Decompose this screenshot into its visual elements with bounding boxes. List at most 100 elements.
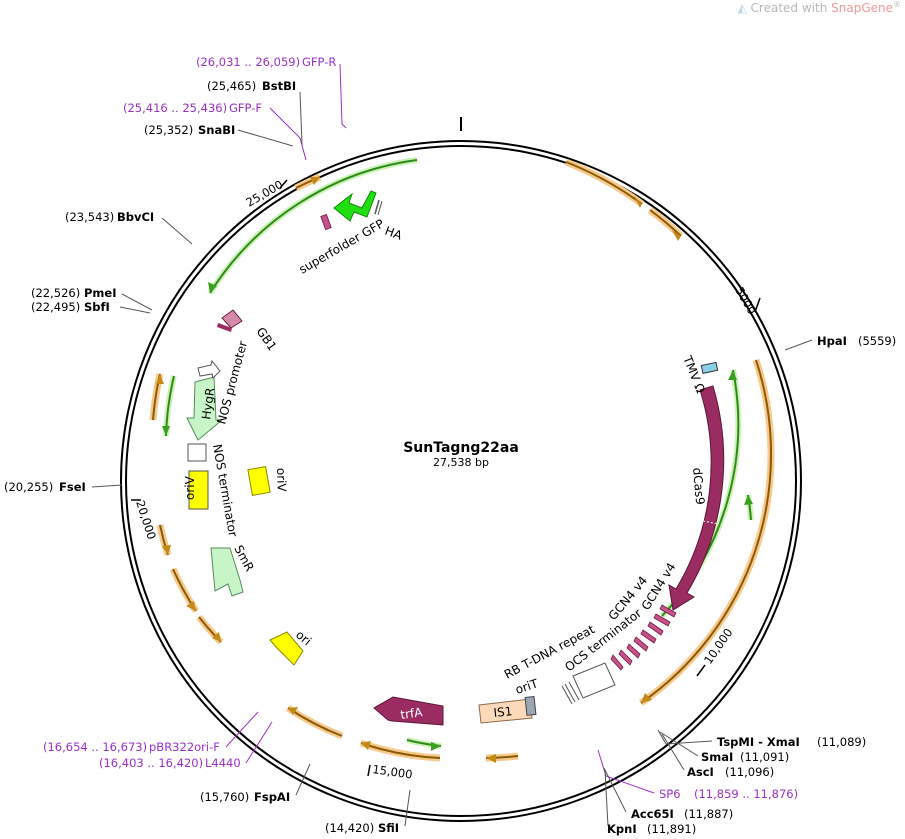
hygr-feature[interactable] xyxy=(186,376,224,441)
site-pos-smai: (11,091) xyxy=(740,750,789,764)
orf-arrowhead xyxy=(361,741,371,750)
gcn4-tick xyxy=(653,613,671,627)
label-ha: HA xyxy=(383,224,405,243)
orf-arrowhead xyxy=(162,545,171,555)
dcas9-feature[interactable] xyxy=(668,385,725,611)
site-name-tspmi-xmai: TspMI - XmaI xyxy=(717,735,800,749)
label-trfa: trfA xyxy=(399,705,424,722)
label-nos-promoter: NOS promoter xyxy=(214,339,250,425)
site-name-kpni: KpnI xyxy=(607,822,637,836)
ha-tag-marker xyxy=(374,199,380,215)
site-name-hpai: HpaI xyxy=(817,334,847,348)
site-name-l4440: L4440 xyxy=(205,756,241,770)
smr-feature[interactable] xyxy=(210,547,244,597)
orf-arrowhead xyxy=(156,374,164,384)
site-pos-snabi: (25,352) xyxy=(144,123,193,137)
label-superfolder-gfp: superfolder GFP xyxy=(297,217,387,277)
site-name-bstbi: BstBI xyxy=(262,79,296,93)
leader-fspai xyxy=(295,763,311,796)
site-name-fspai: FspAI xyxy=(254,790,290,804)
oriv-right-feature[interactable] xyxy=(247,466,271,496)
nos-promoter-feature[interactable] xyxy=(197,359,221,379)
label-dcas9: dCas9 xyxy=(690,467,707,505)
leader-sfii xyxy=(404,789,411,827)
gb1-feature[interactable] xyxy=(221,309,243,329)
site-name-smai: SmaI xyxy=(701,750,733,764)
site-pos-hpai: (5559) xyxy=(858,334,896,348)
orf-arrowhead xyxy=(212,632,221,642)
ori-feature[interactable] xyxy=(269,631,304,666)
site-pos-fsei: (20,255) xyxy=(4,480,53,494)
site-pos-fspai: (15,760) xyxy=(200,790,249,804)
tmv-omega-feature[interactable] xyxy=(700,361,719,374)
leader-sp6 xyxy=(597,749,655,794)
rb-repeat-mark xyxy=(564,683,576,703)
gcn4-tick xyxy=(633,636,649,652)
tick-mark-25000 xyxy=(279,179,288,189)
plasmid-name: SunTagng22aa xyxy=(403,440,519,456)
superfolder-gfp-feature[interactable] xyxy=(333,190,377,222)
site-name-snabi: SnaBI xyxy=(198,123,235,137)
site-pos-acc65i: (11,887) xyxy=(684,807,733,821)
site-name-pmei: PmeI xyxy=(84,286,117,300)
leader-pmei xyxy=(121,293,153,311)
site-name-gfp-f: GFP-F xyxy=(229,101,262,115)
leader-bstbi xyxy=(299,91,303,146)
site-pos-l4440: (16,403 .. 16,420) xyxy=(99,756,203,770)
gcn4-tick xyxy=(610,654,624,671)
site-name-acc65i: Acc65I xyxy=(631,807,674,821)
oriv-left-feature[interactable] xyxy=(188,470,209,510)
dcas9-marker xyxy=(702,520,720,525)
nos-terminator-feature[interactable] xyxy=(187,443,207,462)
label-gb1: GB1 xyxy=(254,325,280,354)
site-name-sfii: SfiI xyxy=(378,821,399,835)
trfa-feature[interactable] xyxy=(373,696,444,726)
site-labels: (26,031 .. 26,059) GFP-R (25,465) BstBI … xyxy=(4,55,896,836)
leader-smai xyxy=(659,731,699,757)
gb1-marker xyxy=(217,323,232,332)
label-nos-terminator: NOS terminator xyxy=(210,443,240,538)
gcn4-tick xyxy=(640,629,657,644)
dcas9-marker xyxy=(709,379,725,384)
tick-mark-10000 xyxy=(696,664,706,677)
orf-arrowhead xyxy=(672,230,681,241)
site-name-sp6: SP6 xyxy=(659,787,681,801)
brand-prefix: Created with xyxy=(750,1,828,15)
rb-repeat-mark xyxy=(568,681,580,701)
gcn4-tick xyxy=(647,621,664,636)
site-pos-kpni: (11,891) xyxy=(647,822,696,836)
tick-label-15000: 15,000 xyxy=(372,762,414,781)
ha-tag-marker xyxy=(377,200,383,216)
leader-hpai xyxy=(784,339,813,351)
orf-arrowhead xyxy=(641,693,652,703)
orf-arcs-orange xyxy=(149,158,775,763)
is1-feature[interactable] xyxy=(478,698,533,724)
orf-arrowhead xyxy=(634,196,642,208)
ocs-terminator-feature[interactable] xyxy=(572,662,616,699)
site-pos-tspmi-xmai: (11,089) xyxy=(817,735,866,749)
label-oriv-left: oriV xyxy=(183,475,197,500)
site-pos-sp6: (11,859 .. 11,876) xyxy=(694,787,798,801)
leader-fsei xyxy=(91,484,123,488)
gcn4-tick xyxy=(659,604,677,618)
orf-arrowhead xyxy=(728,370,737,380)
leader-l4440 xyxy=(245,721,273,764)
orf-arrowhead xyxy=(288,707,298,715)
site-name-asci: AscI xyxy=(687,765,714,779)
orf-halo xyxy=(564,158,645,207)
tick-label-20000: 20,000 xyxy=(133,499,159,542)
orf-arc xyxy=(640,359,772,704)
orf-arrowhead xyxy=(310,177,320,185)
tick-label-5000: 5000 xyxy=(732,285,759,317)
label-tmv: TMV Ω xyxy=(680,353,708,395)
leader-pbr322ori-f xyxy=(225,711,259,748)
brand-mark: ® xyxy=(893,0,901,9)
leader-bbvci xyxy=(161,217,193,245)
leader-asci xyxy=(661,733,685,771)
site-pos-gfp-r: (26,031 .. 26,059) xyxy=(196,55,300,69)
leader-tspmi-xmai xyxy=(657,729,713,745)
site-pos-bbvci: (23,543) xyxy=(65,210,114,224)
site-pos-sbfi: (22,495) xyxy=(31,300,80,314)
site-name-gfp-r: GFP-R xyxy=(302,55,336,69)
